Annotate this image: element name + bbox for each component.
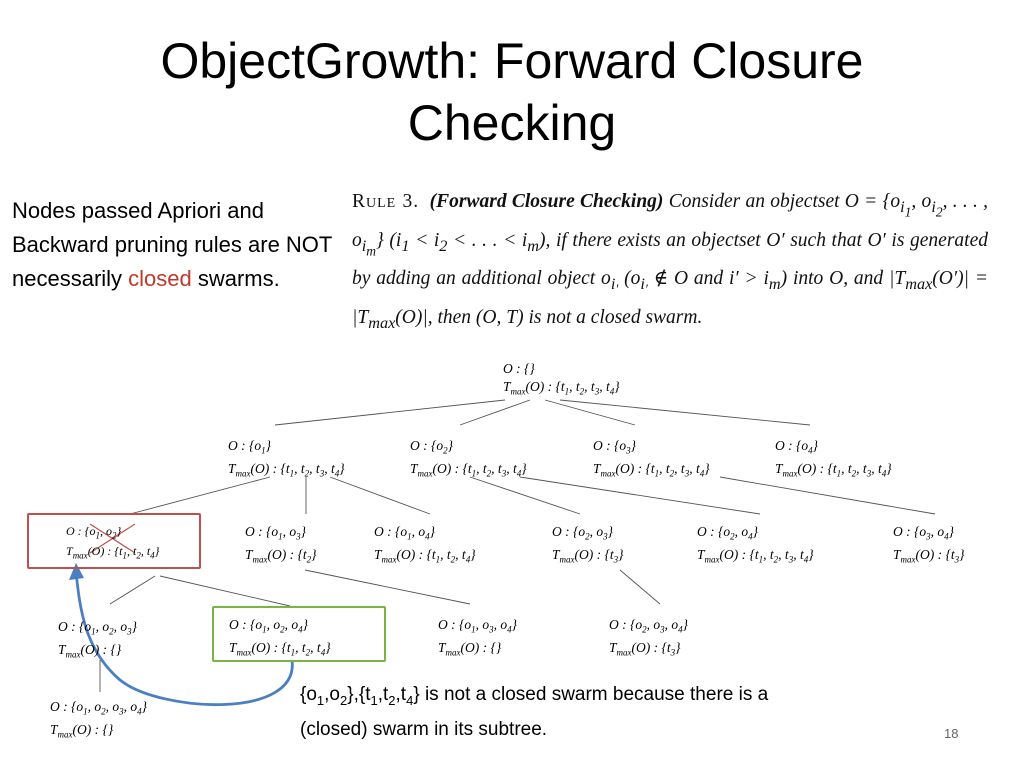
page-number: 18 [944,726,959,741]
tree-node-o4: O : {o4}Tmax(O) : {t1, t2, t3, t4} [775,438,892,479]
explanation-note: {o1,o2},{t1,t2,t4} is not a closed swarm… [300,684,769,740]
highlight-box-closed [212,606,386,662]
cross-out-line-2 [89,523,136,554]
tree-node-o1-o2-o4: O : {o1, o2, o4}Tmax(O) : {t1, t2, t4} [229,617,331,658]
tree-node-o1-o3: O : {o1, o3}Tmax(O) : {t2} [245,524,317,565]
intro-text-before: Nodes passed Apriori and Backward prunin… [12,198,332,291]
intro-text-highlight: closed [128,266,192,291]
edge-o3-o3o4 [719,476,936,515]
tree-node-root: O : {}Tmax(O) : {t1, t2, t3, t4} [503,361,620,397]
edge-o1o2-o1o2o3 [109,575,156,605]
edge-o1-o1o2 [129,476,271,515]
tree-node-o1-o2-o3: O : {o1, o2, o3}Tmax(O) : {} [58,619,138,660]
subtree-arrow-head [69,563,84,580]
tree-node-o2-o3-o4: O : {o2, o3, o4}Tmax(O) : {t3} [609,617,689,658]
subtree-arrow [74,571,294,706]
tree-node-o2-o4: O : {o2, o4}Tmax(O) : {t1, t2, t3, t4} [697,524,814,565]
slide-title: ObjectGrowth: Forward Closure Checking [60,30,964,154]
intro-text: Nodes passed Apriori and Backward prunin… [12,194,342,296]
title-line-2: Checking [407,95,617,151]
edge-o1o2-o1o2o4 [159,575,291,607]
tree-node-o1-o2: O : {o1, o2}Tmax(O) : {t1, t2, t4} [66,524,160,561]
edge-root-o3 [544,399,636,426]
edge-root-o4 [559,399,811,426]
tree-node-o1-o2-o3-o4: O : {o1, o2, o3, o4}Tmax(O) : {} [50,699,148,740]
rule-3-definition: Rule 3. (Forward Closure Checking) Consi… [352,191,989,332]
tree-node-o2-o3: O : {o2, o3}Tmax(O) : {t3} [552,524,624,565]
intro-text-after: swarms. [191,266,280,291]
tree-node-o1-o4: O : {o1, o4}Tmax(O) : {t1, t2, t4} [374,524,476,565]
edge-o2-o2o3 [469,476,581,515]
tree-node-o2: O : {o2}Tmax(O) : {t1, t2, t3, t4} [410,438,527,479]
tree-node-o1-o3-o4: O : {o1, o3, o4}Tmax(O) : {} [438,617,518,658]
tree-node-o3-o4: O : {o3, o4}Tmax(O) : {t3} [893,524,965,565]
edge-o2-o2o4 [519,476,761,515]
edge-o1o3-o1o3o4 [304,569,471,605]
highlight-box-not-closed [27,513,201,569]
title-line-1: ObjectGrowth: Forward Closure [160,33,864,89]
tree-node-o1: O : {o1}Tmax(O) : {t1, t2, t3, t4} [228,438,345,479]
edge-o1-o1o4 [329,476,431,515]
tree-node-o3: O : {o3}Tmax(O) : {t1, t2, t3, t4} [593,438,710,479]
edge-root-o1 [274,399,506,426]
edge-o2o3-o2o3o4 [619,569,661,605]
edge-root-o2 [459,399,531,426]
